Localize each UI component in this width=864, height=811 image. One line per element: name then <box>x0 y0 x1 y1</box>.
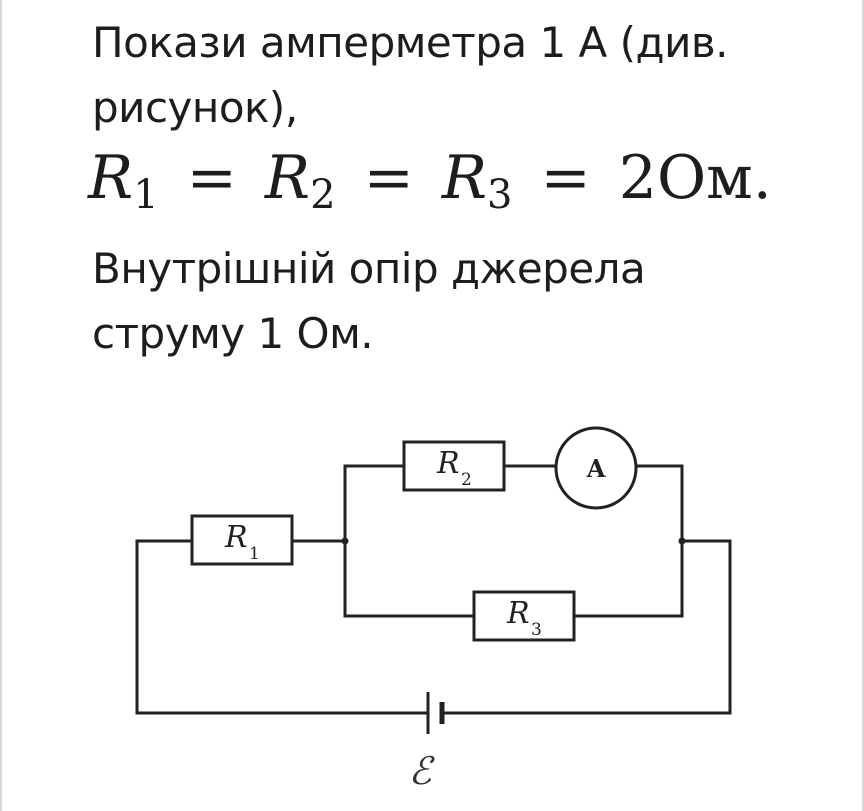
formula-r2: R <box>264 143 311 213</box>
formula-r1: R <box>88 143 134 213</box>
resistor-r3-letter: R <box>506 596 530 631</box>
wire-lower-branch <box>343 541 684 618</box>
formula-value: 2Ом. <box>618 143 772 213</box>
junction-left <box>341 537 349 545</box>
problem-line-5: струму 1 Ом. <box>92 309 374 358</box>
problem-line-4: Внутрішній опір джерела <box>92 244 646 293</box>
resistor-r3-sub: 3 <box>531 620 542 640</box>
problem-line-1: Покази амперметра 1 А (див. <box>92 18 728 67</box>
formula-r3: R <box>441 143 488 213</box>
problem-line-2: рисунок), <box>92 83 298 132</box>
wire-right-branch <box>442 539 732 715</box>
formula-eq-2: = <box>363 143 414 213</box>
resistor-r3 <box>472 590 576 642</box>
ammeter <box>554 426 638 510</box>
wire-upper-branch <box>343 464 684 541</box>
wire-left-branch <box>135 539 428 715</box>
resistor-r1-sub: 1 <box>249 544 260 564</box>
resistor-r1 <box>190 514 294 566</box>
formula-eq-3: = <box>540 143 591 213</box>
formula-r3-sub: 3 <box>487 172 513 218</box>
resistor-r1-letter: R <box>224 520 248 555</box>
resistance-formula: R1=R2=R3=2Ом. <box>88 148 772 215</box>
ammeter-label: A <box>586 454 606 483</box>
resistor-r2-letter: R <box>436 446 460 481</box>
formula-r2-sub: 2 <box>310 172 336 218</box>
junction-right <box>678 537 686 545</box>
resistor-r2 <box>402 440 506 492</box>
formula-eq-1: = <box>186 143 237 213</box>
emf-label: ℰ <box>408 749 435 793</box>
resistor-r2-sub: 2 <box>461 470 472 490</box>
formula-r1-sub: 1 <box>133 172 159 218</box>
